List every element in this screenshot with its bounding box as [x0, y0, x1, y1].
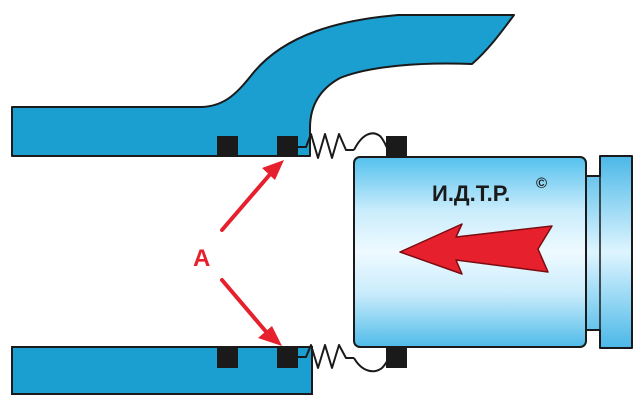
callout-label-a: A: [193, 245, 210, 272]
seal-lower-2: [277, 347, 298, 368]
seal-lower-1: [217, 347, 238, 368]
direction-arrow: [399, 223, 553, 275]
plunger-end-cap: [585, 155, 633, 349]
callout-arrow-lower-line: [220, 278, 270, 336]
plunger-seal-upper: [386, 136, 407, 157]
copyright-mark: ©: [536, 175, 547, 192]
plunger-seal-lower: [386, 347, 407, 368]
spring-upper: [298, 133, 354, 159]
wire-lower: [353, 355, 391, 373]
callout-arrow-upper-head: [262, 160, 284, 180]
seal-upper-1: [217, 136, 238, 157]
callout-arrow-lower-head: [258, 326, 282, 346]
seal-upper-2: [277, 136, 298, 157]
callout-arrow-upper-line: [220, 170, 274, 232]
lower-housing-wall: [11, 346, 313, 395]
spring-lower: [298, 344, 354, 369]
upper-housing-wall: [11, 14, 515, 157]
watermark-text: И.Д.Т.Р.: [432, 181, 510, 206]
wire-upper: [353, 132, 389, 151]
